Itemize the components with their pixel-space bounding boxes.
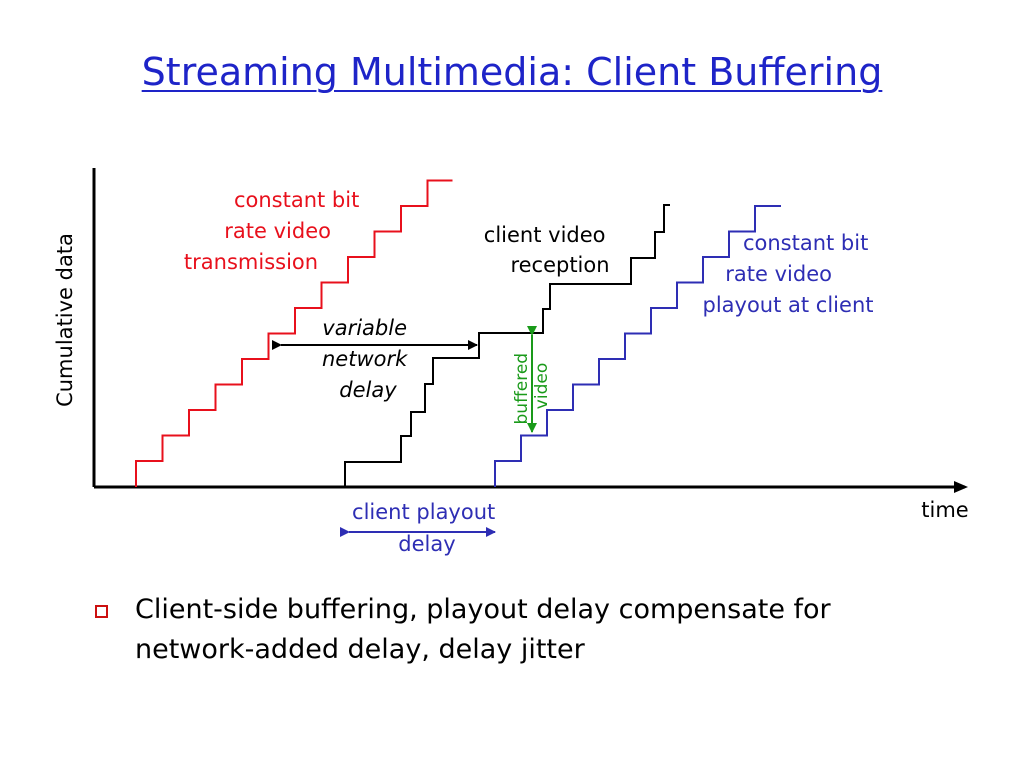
black-label-line-2: reception bbox=[510, 253, 609, 277]
blue-staircase-playout bbox=[494, 205, 781, 487]
network-delay-line-3: delay bbox=[339, 378, 397, 402]
playout-delay-label: client playout delay bbox=[352, 500, 502, 556]
black-staircase-reception bbox=[344, 204, 670, 487]
blue-label-line-3: playout at client bbox=[703, 293, 874, 317]
blue-label-line-2: rate video bbox=[725, 262, 832, 286]
x-axis-arrowhead bbox=[954, 481, 968, 493]
buffered-video-label: buffered video bbox=[512, 347, 552, 424]
slide-title: Streaming Multimedia: Client Buffering bbox=[141, 50, 883, 94]
network-delay-line-1: variable bbox=[322, 316, 407, 340]
blue-label-line-1: constant bit bbox=[743, 231, 868, 255]
red-label-line-1: constant bit bbox=[234, 188, 359, 212]
blue-curve-label: constant bit rate video playout at clien… bbox=[703, 231, 876, 317]
playout-delay-line-1: client playout bbox=[352, 500, 495, 524]
buffered-label-line-1: buffered bbox=[512, 353, 532, 425]
red-staircase-transmission bbox=[135, 179, 453, 487]
red-label-line-3: transmission bbox=[184, 250, 318, 274]
network-delay-label: variable network delay bbox=[322, 316, 414, 402]
black-label-line-1: client video bbox=[484, 223, 606, 247]
red-curve-label: constant bit rate video transmission bbox=[184, 188, 366, 274]
y-axis-label: Cumulative data bbox=[53, 233, 77, 407]
buffering-diagram: Cumulative data time constant bit rate v… bbox=[53, 168, 969, 556]
red-label-line-2: rate video bbox=[224, 219, 331, 243]
black-curve-label: client video reception bbox=[484, 223, 612, 277]
playout-delay-line-2: delay bbox=[398, 532, 455, 556]
x-axis-label: time bbox=[921, 498, 968, 522]
buffered-label-line-2: video bbox=[532, 363, 552, 409]
hollow-square-bullet-icon bbox=[95, 605, 108, 618]
bullet-text: Client-side buffering, playout delay com… bbox=[135, 594, 831, 665]
network-delay-line-2: network bbox=[322, 347, 408, 371]
